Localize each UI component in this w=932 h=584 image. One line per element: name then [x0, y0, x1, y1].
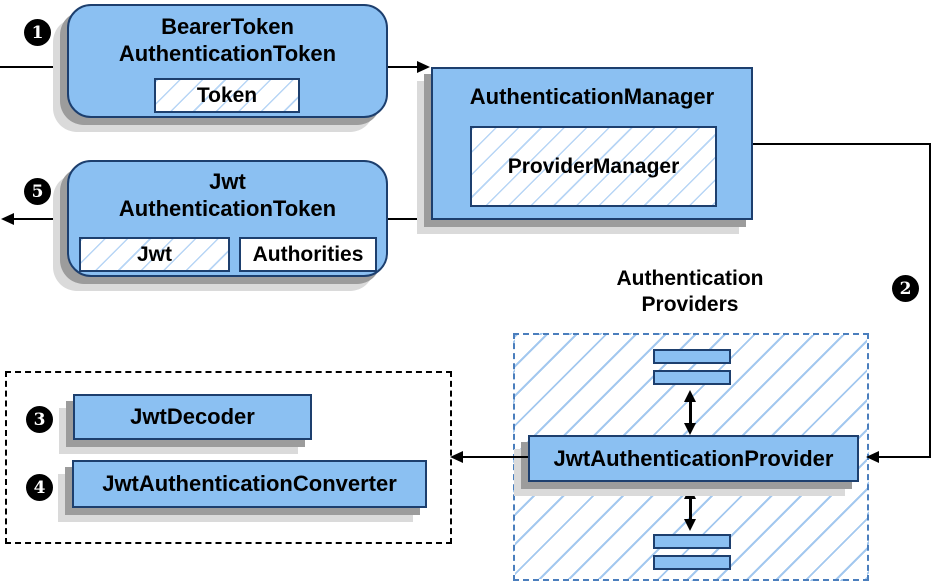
step-4-badge: 4 [26, 474, 53, 501]
connector-manager-to-jwt-token [388, 218, 431, 220]
token-chip: Token [154, 78, 300, 113]
connector-step2-vertical [929, 143, 931, 458]
jwt-authentication-provider-node: JwtAuthenticationProvider [528, 435, 859, 482]
connector-request-in [0, 66, 67, 68]
connector-step2-top [753, 143, 931, 145]
connector-result-out [14, 218, 67, 220]
step-1-badge: 1 [24, 19, 51, 46]
arrowhead-into-manager [417, 61, 430, 73]
jwt-authentication-converter-node: JwtAuthenticationConverter [72, 460, 427, 508]
double-arrow-down-icon [684, 519, 696, 531]
arrowhead-into-helpers-group [450, 451, 463, 463]
step-3-badge: 3 [26, 406, 53, 433]
double-arrow-up-icon [684, 390, 696, 402]
connector-bearer-to-manager [388, 66, 419, 68]
authentication-manager-title: AuthenticationManager [469, 84, 715, 109]
provider-slot-bar [653, 370, 731, 385]
provider-manager-chip: ProviderManager [470, 126, 717, 207]
providers-group-title: Authentication Providers [616, 267, 764, 316]
connector-provider-to-helpers [463, 456, 528, 458]
jwt-chip: Jwt [79, 237, 230, 272]
jwt-authentication-token-title: Jwt AuthenticationToken [118, 169, 337, 221]
bearer-token-authentication-token-node: BearerToken AuthenticationToken Token [67, 4, 388, 118]
double-arrow-shaft [689, 497, 692, 521]
provider-slot-bar [653, 555, 731, 570]
jwt-authentication-provider-label: JwtAuthenticationProvider [553, 445, 834, 471]
authorities-chip: Authorities [239, 237, 377, 272]
double-arrow-up-icon [684, 487, 696, 499]
double-arrow-shaft [689, 400, 692, 425]
arrowhead-result-out [1, 213, 14, 225]
jwt-authentication-converter-label: JwtAuthenticationConverter [102, 471, 397, 496]
provider-slot-bar [653, 349, 731, 364]
bearer-token-title: BearerToken AuthenticationToken [118, 14, 337, 66]
jwt-authentication-token-node: Jwt AuthenticationToken Jwt Authorities [67, 160, 388, 277]
step-2-badge: 2 [892, 275, 919, 302]
jwt-decoder-label: JwtDecoder [130, 404, 255, 429]
helpers-group-container [5, 371, 452, 544]
step-5-badge: 5 [24, 178, 51, 205]
arrowhead-into-provider [866, 451, 879, 463]
double-arrow-down-icon [684, 423, 696, 435]
jwt-decoder-node: JwtDecoder [73, 394, 312, 440]
provider-slot-bar [653, 534, 731, 549]
authentication-manager-node: AuthenticationManager ProviderManager [431, 67, 753, 220]
connector-step2-bottom [879, 456, 931, 458]
